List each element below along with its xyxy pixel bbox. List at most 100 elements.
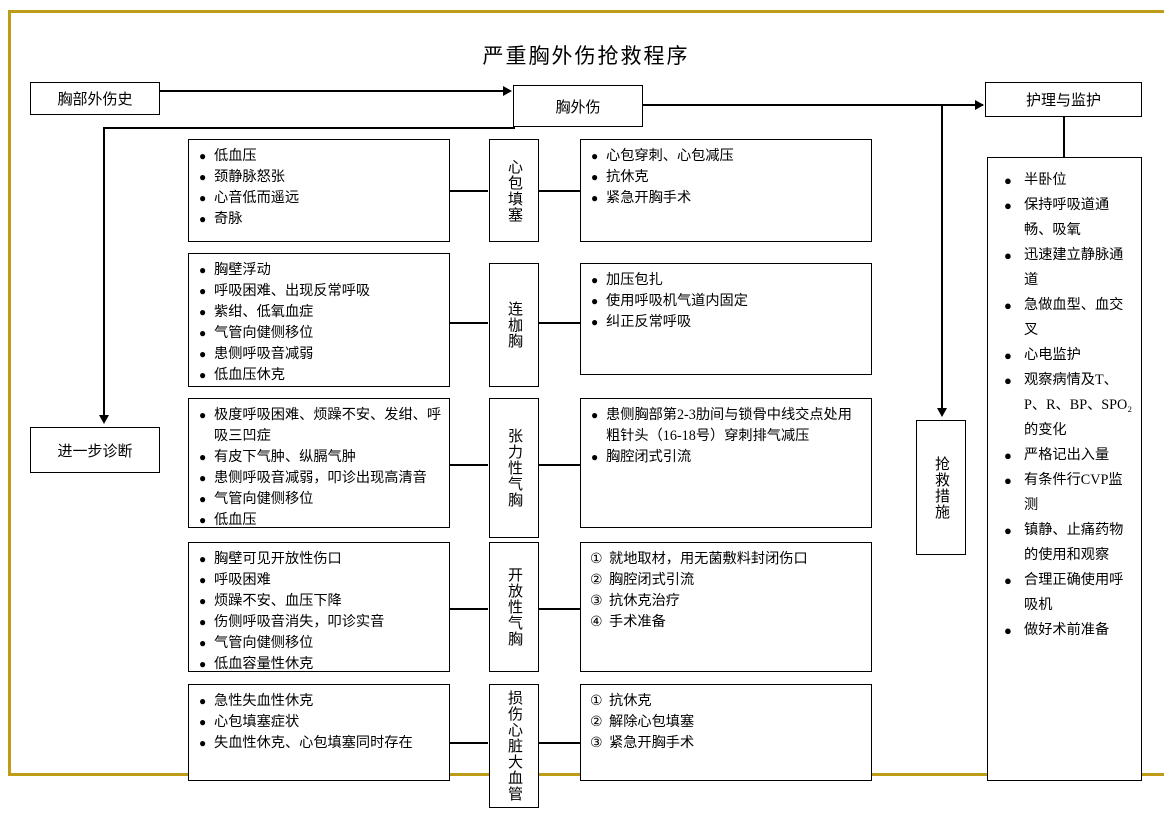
treatment-item: ●加压包扎 xyxy=(591,270,863,291)
bullet-icon: ● xyxy=(1004,523,1012,538)
symptom-item: ●烦躁不安、血压下降 xyxy=(199,591,441,612)
connector-sym-cat-5 xyxy=(450,742,488,744)
bullet-icon: ● xyxy=(591,170,599,184)
treatment-item: ● 使用呼吸机气道内固定 xyxy=(591,291,863,312)
symptom-label: 胸壁可见开放性伤口 xyxy=(214,551,342,567)
nursing-panel: ●半卧位 ●保持呼吸道通畅、吸氧 ●迅速建立静脉通道 ●急做血型、血交叉 ●心电… xyxy=(987,157,1142,781)
symptom-item: ● 呼吸困难、出现反常呼吸 xyxy=(199,281,441,302)
category-line-2: 心脏大血管 xyxy=(506,722,522,802)
symptom-item: ●心音低而遥远 xyxy=(199,188,441,209)
connector-cat-trt-2 xyxy=(539,322,580,324)
arrow-to-rescue-measures xyxy=(937,408,947,417)
page-title: 严重胸外伤抢救程序 xyxy=(482,44,690,68)
treatment-label: 解除心包填塞 xyxy=(609,714,695,730)
bullet-icon: ● xyxy=(199,408,207,422)
treatment-label: 患侧胸部第2-3肋间与锁骨中线交点处用粗针头（16-18号）穿刺排气减压 xyxy=(606,407,852,444)
symptom-label: 有皮下气肿、纵膈气肿 xyxy=(214,449,356,465)
symptom-label: 低血压 xyxy=(214,148,257,164)
nursing-item-label: 迅速建立静脉通道 xyxy=(1024,247,1124,288)
treatment-label: 抗休克 xyxy=(609,693,652,709)
list-number: ④ xyxy=(590,615,603,630)
bullet-icon: ● xyxy=(591,408,599,422)
treatment-box-tension-pneumothorax: ● 患侧胸部第2-3肋间与锁骨中线交点处用粗针头（16-18号）穿刺排气减压 ●胸… xyxy=(580,398,872,528)
bullet-icon: ● xyxy=(1004,173,1012,188)
treatment-label: 紧急开胸手术 xyxy=(609,735,695,751)
symptom-label: 急性失血性休克 xyxy=(214,693,314,709)
bullet-icon: ● xyxy=(1004,373,1012,388)
treatment-item: ●胸腔闭式引流 xyxy=(591,447,863,468)
symptom-item: ●胸壁浮动 xyxy=(199,260,441,281)
treatment-item: ④ 手术准备 xyxy=(590,612,863,633)
nursing-item: ●做好术前准备 xyxy=(998,618,1133,643)
symptom-item: ● 有皮下气肿、纵膈气肿 xyxy=(199,447,441,468)
list-number: ③ xyxy=(590,594,603,609)
nursing-item-label: 急做血型、血交叉 xyxy=(1024,297,1124,338)
bullet-icon: ● xyxy=(199,636,207,650)
bullet-icon: ● xyxy=(199,552,207,566)
connector-trauma-to-nursing xyxy=(643,104,983,106)
bullet-icon: ● xyxy=(1004,573,1012,588)
treatment-label: 抗休克治疗 xyxy=(609,593,680,609)
connector-cat-trt-4 xyxy=(539,608,580,610)
symptom-item: ● 胸壁可见开放性伤口 xyxy=(199,549,441,570)
symptom-item: ●颈静脉怒张 xyxy=(199,167,441,188)
symptom-item: ●心包填塞症状 xyxy=(199,712,441,733)
page-frame-top xyxy=(8,10,1164,13)
category-box-open-pneumothorax: 开放性气胸 xyxy=(489,542,539,672)
page-frame-left xyxy=(8,10,11,775)
node-rescue-measures: 抢救措施 xyxy=(916,420,966,555)
connector-cat-trt-3 xyxy=(539,464,580,466)
bullet-icon: ● xyxy=(1004,448,1012,463)
treatment-item: ●心包穿刺、心包减压 xyxy=(591,146,863,167)
connector-sym-cat-1 xyxy=(450,190,488,192)
list-number: ① xyxy=(590,552,603,567)
bullet-icon: ● xyxy=(199,450,207,464)
connector-cat-trt-1 xyxy=(539,190,580,192)
connector-sym-cat-2 xyxy=(450,322,488,324)
list-number: ① xyxy=(590,694,603,709)
node-nursing-header: 护理与监护 xyxy=(985,82,1142,117)
symptom-item: ● 低血压 xyxy=(199,146,441,167)
bullet-icon: ● xyxy=(591,149,599,163)
symptom-label: 呼吸困难 xyxy=(214,572,271,588)
connector-sym-cat-4 xyxy=(450,608,488,610)
nursing-item: ●心电监护 xyxy=(998,343,1133,368)
nursing-item-label: 有条件行CVP监测 xyxy=(1024,472,1123,513)
bullet-icon: ● xyxy=(199,149,207,163)
nursing-item-label: 做好术前准备 xyxy=(1024,622,1110,638)
symptom-label: 紫绀、低氧血症 xyxy=(214,304,314,320)
treatment-label: 手术准备 xyxy=(609,614,666,630)
bullet-icon: ● xyxy=(199,212,207,226)
nursing-item: ●有条件行CVP监测 xyxy=(998,468,1133,518)
treatment-label: 胸腔闭式引流 xyxy=(609,572,695,588)
list-number: ③ xyxy=(590,736,603,751)
nursing-item: ●急做血型、血交叉 xyxy=(998,293,1133,343)
connector-trauma-trunk-left xyxy=(103,127,515,129)
bullet-icon: ● xyxy=(591,294,599,308)
symptom-label: 低血容量性休克 xyxy=(214,656,314,672)
node-chest-trauma: 胸外伤 xyxy=(513,85,643,127)
bullet-icon: ● xyxy=(199,284,207,298)
symptom-label: 伤侧呼吸音消失，叩诊实音 xyxy=(214,614,385,630)
symptom-label: 患侧呼吸音减弱，叩诊出现高清音 xyxy=(214,470,427,486)
bullet-icon: ● xyxy=(199,305,207,319)
treatment-item: ● 患侧胸部第2-3肋间与锁骨中线交点处用粗针头（16-18号）穿刺排气减压 xyxy=(591,405,863,447)
treatment-label: 加压包扎 xyxy=(606,272,663,288)
symptom-label: 胸壁浮动 xyxy=(214,262,271,278)
symptom-label: 气管向健侧移位 xyxy=(214,635,314,651)
symptom-item: ● 气管向健侧移位 xyxy=(199,633,441,654)
bullet-icon: ● xyxy=(199,513,207,527)
symptom-item: ●气管向健侧移位 xyxy=(199,323,441,344)
treatment-item: ③ 抗休克治疗 xyxy=(590,591,863,612)
bullet-icon: ● xyxy=(199,694,207,708)
symptom-label: 呼吸困难、出现反常呼吸 xyxy=(214,283,371,299)
nursing-item: ●合理正确使用呼吸机 xyxy=(998,568,1133,618)
treatment-label: 使用呼吸机气道内固定 xyxy=(606,293,748,309)
nursing-item-label: 严格记出入量 xyxy=(1024,447,1110,463)
symptoms-box-cardiac-vascular: ●急性失血性休克 ●心包填塞症状 ●失血性休克、心包填塞同时存在 xyxy=(188,684,450,781)
nursing-item-label: 镇静、止痛药物的使用和观察 xyxy=(1024,522,1124,563)
bullet-icon: ● xyxy=(591,191,599,205)
nursing-item: ●半卧位 xyxy=(998,168,1133,193)
bullet-icon: ● xyxy=(199,657,207,671)
